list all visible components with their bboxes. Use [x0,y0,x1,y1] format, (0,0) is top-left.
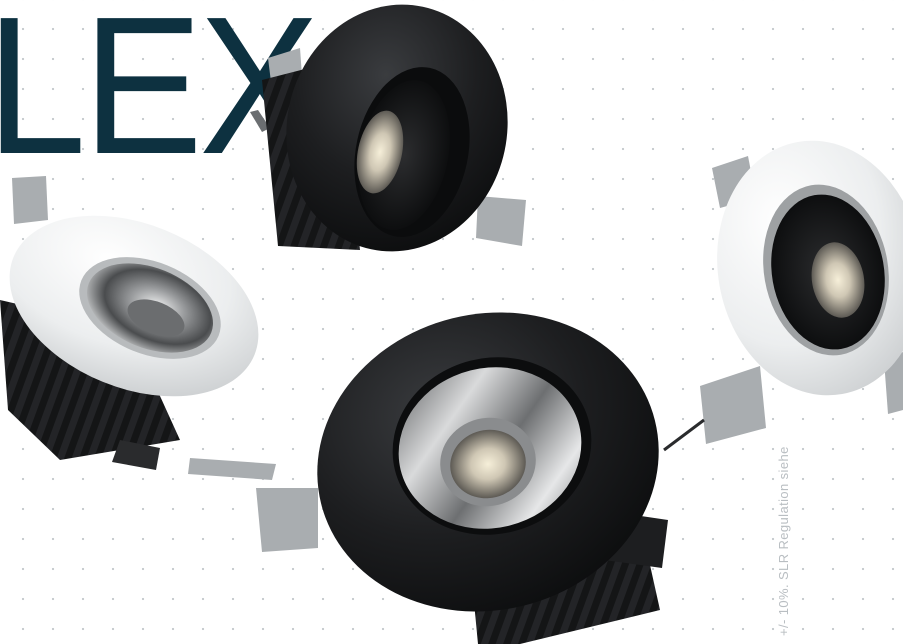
downlight-black-center [256,312,766,644]
downlight-white-right [712,140,903,414]
regulation-note: +/- 10%. SLR Regulation siehe [776,446,791,636]
downlight-black-top [250,4,526,252]
downlight-white-left [0,176,276,480]
